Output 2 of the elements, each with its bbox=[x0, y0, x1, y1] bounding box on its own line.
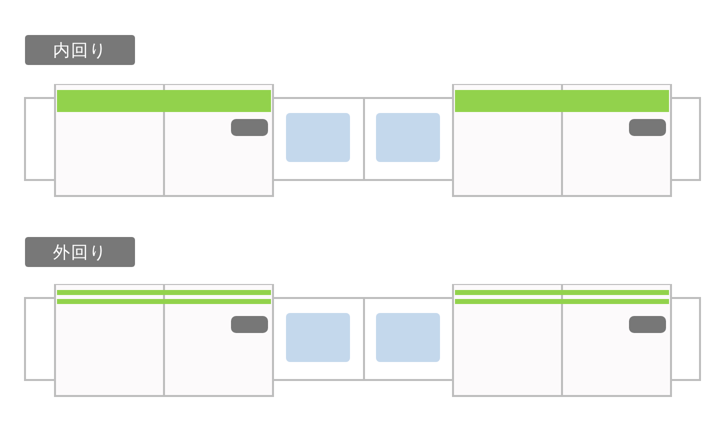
section-heading: 外回り bbox=[25, 237, 135, 267]
section-heading: 内回り bbox=[25, 35, 135, 65]
